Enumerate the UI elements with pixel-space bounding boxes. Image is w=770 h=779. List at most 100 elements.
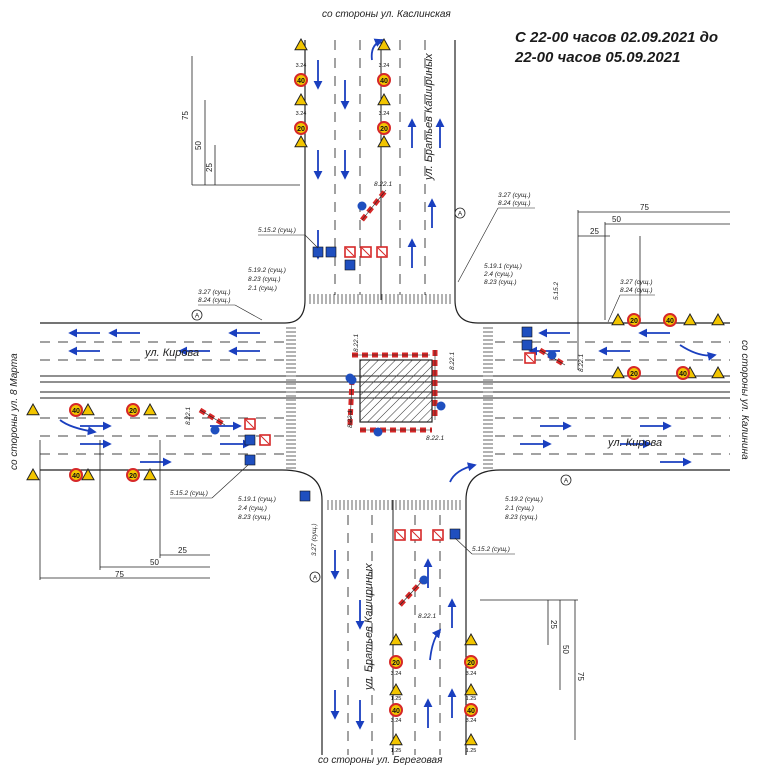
direction-left: со стороны ул. 8 Марта (9, 353, 20, 470)
dim-br-50: 50 (561, 645, 570, 654)
sign-plate: 3.24 (466, 671, 477, 677)
svg-text:8.23 (сущ.): 8.23 (сущ.) (484, 279, 517, 286)
direction-bottom: со стороны ул. Береговая (318, 755, 443, 766)
marker-a (454, 207, 466, 219)
sign-plate: 3.24 (379, 111, 390, 117)
marker-a-letter: А (313, 575, 318, 582)
svg-text:2.1 (сущ.): 2.1 (сущ.) (504, 505, 534, 512)
prohibition-sign-slash (260, 435, 270, 445)
svg-text:2.4 (сущ.): 2.4 (сущ.) (483, 271, 513, 278)
sign-plate: 3.24 (391, 671, 402, 677)
marker-a (309, 571, 321, 583)
closure-period: С 22-00 часов 02.09.2021 до 22-00 часов … (515, 28, 718, 68)
warning-sign (26, 402, 40, 416)
street-kirova-left: ул. Кирова (144, 347, 199, 359)
speed-limit-20-sign (464, 655, 478, 669)
speed-limit-20-sign-value: 20 (392, 660, 400, 667)
road-barrier-outline (361, 189, 387, 221)
warning-light (373, 427, 383, 437)
speed-limit-40-sign-value: 40 (666, 318, 674, 325)
warning-sign (611, 365, 625, 379)
barriers (198, 188, 567, 607)
warning-light (436, 401, 446, 411)
warning-sign (377, 134, 391, 148)
info-sign (521, 339, 533, 351)
marker-a (191, 309, 203, 321)
speed-limit-40-sign-value: 40 (679, 371, 687, 378)
street-kashirinykh-top: ул. Братьев Кашириных (423, 53, 435, 181)
speed-limit-40-sign (69, 468, 83, 482)
turn-arrow (429, 628, 442, 661)
sign-plate: 1.25 (391, 748, 402, 754)
speed-limit-40-sign-value: 40 (72, 408, 80, 415)
crosswalks (286, 294, 493, 510)
turn-arrow (59, 419, 97, 436)
marker-a-letter: А (458, 211, 463, 218)
dim-bl-75: 75 (115, 570, 124, 579)
info-sign (244, 454, 256, 466)
speed-limit-20-sign (377, 121, 391, 135)
road-edges (40, 40, 730, 755)
sign-plate: 1.25 (466, 748, 477, 754)
warning-light (347, 375, 357, 385)
warning-sign (377, 92, 391, 106)
dim-br-25: 25 (549, 620, 558, 629)
speed-limit-40-sign-value: 40 (297, 78, 305, 85)
speed-limit-40-sign (377, 73, 391, 87)
warning-sign (294, 37, 308, 51)
speed-limit-20-sign-value: 20 (630, 318, 638, 325)
callout-bottom-left-v: 3.27 (сущ.) (311, 523, 318, 556)
info-sign (449, 528, 461, 540)
info-sign (244, 434, 256, 446)
sign-plate: 1.25 (391, 696, 402, 702)
callout-top-right-a: 3.27 (сущ.) 8.24 (сущ.) (457, 192, 535, 283)
dim-tr-25: 25 (590, 227, 599, 236)
closure-period-line2: 22-00 часов 05.09.2021 (515, 49, 681, 66)
speed-limit-40-sign (294, 73, 308, 87)
callout-left-lower: 5.15.2 (сущ.) (170, 464, 249, 499)
speed-limit-20-sign (389, 655, 403, 669)
svg-text:5.19.1 (сущ.): 5.19.1 (сущ.) (484, 263, 522, 270)
svg-text:5.19.1 (сущ.): 5.19.1 (сущ.) (238, 496, 276, 503)
dim-tr-50: 50 (612, 215, 621, 224)
svg-text:8.22.1: 8.22.1 (353, 334, 360, 352)
svg-text:3.27 (сущ.): 3.27 (сущ.) (498, 192, 531, 199)
road-barrier-outline (349, 379, 353, 426)
dim-tl-50: 50 (194, 141, 203, 150)
dim-tr-75: 75 (640, 203, 649, 212)
svg-text:5.15.2 (сущ.): 5.15.2 (сущ.) (472, 546, 510, 553)
warning-sign (464, 682, 478, 696)
speed-limit-20-sign-value: 20 (129, 473, 137, 480)
callouts: 5.15.2 (сущ.) 5.19.2 (сущ.) 8.23 (сущ.) … (170, 192, 655, 556)
svg-text:3.27 (сущ.): 3.27 (сущ.) (620, 279, 653, 286)
info-sign (325, 246, 337, 258)
svg-text:8.22.1: 8.22.1 (347, 410, 354, 428)
dim-bl-50: 50 (150, 558, 159, 567)
svg-text:2.1 (сущ.): 2.1 (сущ.) (247, 285, 277, 292)
sign-plate: 1.25 (466, 696, 477, 702)
info-sign (521, 326, 533, 338)
closure-period-line1: С 22-00 часов 02.09.2021 до (515, 29, 719, 46)
callout-right-sign: 5.15.2 (553, 282, 560, 300)
warning-sign (294, 92, 308, 106)
speed-limit-20-sign (294, 121, 308, 135)
prohibition-sign-slash (377, 247, 387, 257)
turn-arrow (449, 462, 477, 483)
sign-plate: 3.24 (379, 63, 390, 69)
turn-arrow (370, 38, 384, 61)
callout-top-right-b: 5.19.1 (сущ.) 2.4 (сущ.) 8.23 (сущ.) (483, 263, 522, 286)
svg-text:8.24 (сущ.): 8.24 (сущ.) (198, 297, 231, 304)
svg-text:8.23 (сущ.): 8.23 (сущ.) (505, 514, 538, 521)
street-kirova-right: ул. Кирова (607, 437, 662, 449)
speed-limit-20-sign (126, 403, 140, 417)
speed-limit-20-sign-value: 20 (630, 371, 638, 378)
warning-sign (81, 467, 95, 481)
speed-limit-20-sign-value: 20 (129, 408, 137, 415)
callout-bottom-right: 5.19.2 (сущ.) 2.1 (сущ.) 8.23 (сущ.) (504, 496, 543, 521)
speed-limit-20-sign (126, 468, 140, 482)
svg-text:5.15.2: 5.15.2 (553, 282, 560, 300)
warning-sign (143, 402, 157, 416)
